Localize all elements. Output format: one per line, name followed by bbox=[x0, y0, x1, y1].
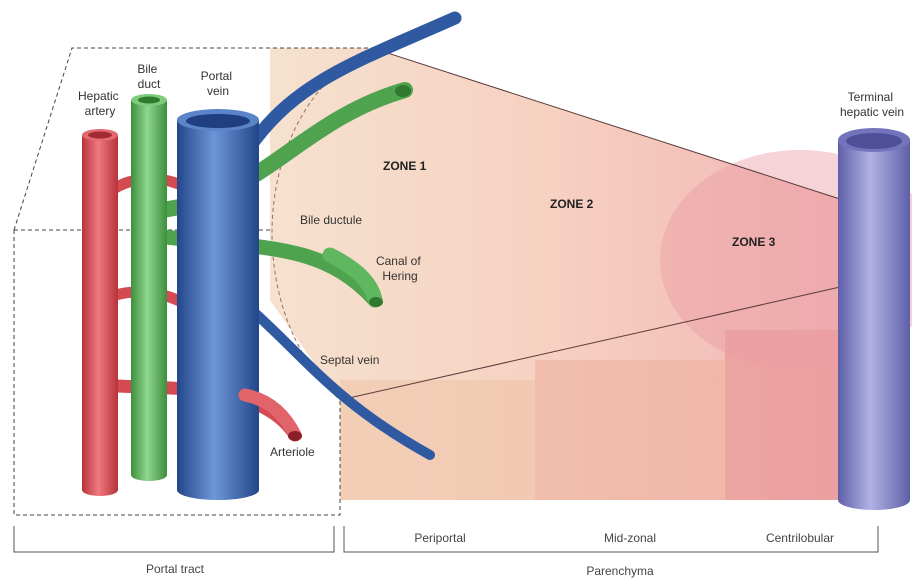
portal-vein-bottom bbox=[177, 480, 259, 500]
label-terminal-hepatic-vein: Terminal hepatic vein bbox=[840, 90, 904, 119]
label-bile-duct: Bile duct bbox=[137, 62, 161, 91]
label-canal-of-hering: Canal of Hering bbox=[376, 254, 424, 283]
label-bile-ductule: Bile ductule bbox=[300, 213, 362, 227]
portal-vein-lumen bbox=[186, 114, 250, 128]
label-canal-line1: Canal of bbox=[376, 254, 421, 268]
label-bile-duct-line1: Bile bbox=[137, 62, 157, 76]
label-portal-tract: Portal tract bbox=[146, 562, 205, 576]
label-zone-1: ZONE 1 bbox=[383, 159, 427, 173]
label-periportal: Periportal bbox=[414, 531, 465, 545]
label-hepatic-artery: Hepatic artery bbox=[78, 89, 122, 118]
label-arteriole: Arteriole bbox=[270, 445, 315, 459]
bile-branch-opening bbox=[395, 85, 411, 97]
artery-lumen bbox=[88, 132, 112, 139]
terminal-hepatic-vein bbox=[838, 128, 910, 510]
bile-duct bbox=[131, 94, 167, 481]
band-periportal bbox=[340, 380, 535, 500]
band-midzonal bbox=[535, 360, 725, 500]
terminal-vein-body bbox=[838, 140, 910, 500]
artery-body bbox=[82, 135, 118, 490]
label-portal-vein-line1: Portal bbox=[201, 69, 232, 83]
label-zone-2: ZONE 2 bbox=[550, 197, 594, 211]
label-terminal-vein-line1: Terminal bbox=[848, 90, 893, 104]
bile-duct-body bbox=[131, 100, 167, 475]
portal-vein bbox=[177, 109, 259, 500]
label-portal-vein-line2: vein bbox=[207, 84, 229, 98]
bracket-portal-tract bbox=[14, 526, 334, 552]
terminal-vein-bottom bbox=[838, 490, 910, 510]
portal-vein-body bbox=[177, 120, 259, 490]
label-canal-line2: Hering bbox=[382, 269, 417, 283]
label-septal-vein: Septal vein bbox=[320, 353, 379, 367]
label-terminal-vein-line2: hepatic vein bbox=[840, 105, 904, 119]
bile-duct-bottom bbox=[131, 469, 167, 481]
canal-of-hering-opening bbox=[369, 297, 383, 307]
label-centrilobular: Centrilobular bbox=[766, 531, 834, 545]
label-portal-vein: Portal vein bbox=[201, 69, 236, 98]
label-bile-duct-line2: duct bbox=[138, 77, 161, 91]
arteriole-opening bbox=[288, 431, 302, 441]
terminal-vein-lumen bbox=[846, 133, 902, 149]
label-hepatic-artery-line1: Hepatic bbox=[78, 89, 119, 103]
label-midzonal: Mid-zonal bbox=[604, 531, 656, 545]
bile-duct-lumen bbox=[138, 97, 160, 104]
label-zone-3: ZONE 3 bbox=[732, 235, 776, 249]
artery-bottom bbox=[82, 484, 118, 496]
footer-labels: Periportal Mid-zonal Centrilobular Porta… bbox=[146, 531, 834, 578]
label-parenchyma: Parenchyma bbox=[586, 564, 654, 578]
label-hepatic-artery-line2: artery bbox=[85, 104, 116, 118]
